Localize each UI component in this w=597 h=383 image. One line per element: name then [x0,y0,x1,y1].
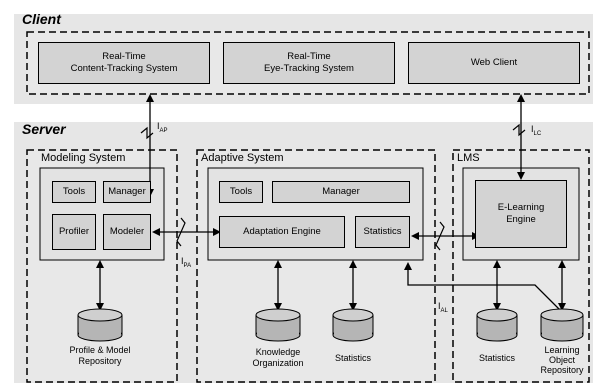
knowledge-db-icon [255,308,301,342]
adaptive-manager-box: Manager [272,181,410,203]
interface-ap-mark [140,126,154,140]
learning-object-repository-label: Learning Object Repository [540,345,584,375]
interface-pa-letter: I [181,256,184,266]
lms-title: LMS [457,152,480,164]
modeling-tools-box: Tools [52,181,96,203]
modeling-manager-box: Manager [103,181,151,203]
adaptive-stats-db-icon [332,308,374,342]
content-tracking-box: Real-Time Content-Tracking System [38,42,210,84]
adaptive-system-title: Adaptive System [201,152,284,164]
profile-model-repository-label: Profile & Model Repository [69,345,131,366]
eye-tracking-box: Real-Time Eye-Tracking System [223,42,395,84]
adaptive-tools-box: Tools [219,181,263,203]
interface-ap-letter: I [157,121,160,131]
modeling-system-title: Modeling System [41,152,126,164]
adaptive-statistics-db-label: Statistics [334,353,371,363]
lor-db-icon [540,308,584,342]
client-section-title: Client [22,11,61,27]
interface-al-subscript: AL [440,307,448,314]
server-section-title: Server [22,121,66,137]
lms-stats-db-icon [476,308,518,342]
adaptation-engine-box: Adaptation Engine [219,216,345,248]
knowledge-organization-label: Knowledge Organization [252,347,304,368]
adaptive-statistics-box: Statistics [355,216,410,248]
interface-pa-mark [176,217,186,247]
interface-lc-mark [512,123,526,137]
interface-lc-subscript: LC [533,130,542,137]
e-learning-engine-box: E-Learning Engine [475,180,567,248]
interface-pa-label: IPA [181,256,191,269]
interface-lc-label: ILC [531,124,541,137]
interface-ap-label: IAP [157,121,168,134]
interface-ap-subscript: AP [159,127,168,134]
arrow-adaptive-lor [404,262,566,316]
modeler-box: Modeler [103,214,151,250]
interface-al-letter: I [438,301,441,311]
lms-statistics-db-label: Statistics [478,353,515,363]
interface-al-label: IAL [438,301,448,314]
interface-al-mark [435,221,445,251]
web-client-box: Web Client [408,42,580,84]
profile-model-db-icon [77,308,123,342]
profiler-box: Profiler [52,214,96,250]
interface-lc-letter: I [531,124,534,134]
interface-pa-subscript: PA [183,262,192,269]
